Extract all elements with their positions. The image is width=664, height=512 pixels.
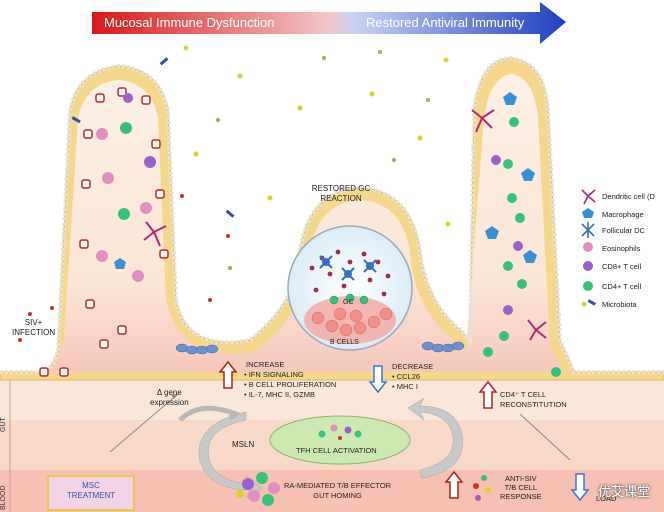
increase-item: IL-7, MHC II, GZMB xyxy=(244,390,336,400)
cd4-reconstitution-label: CD4⁺ T CELL RECONSTITUTION xyxy=(500,390,567,410)
ra-cell-cluster xyxy=(236,472,280,506)
side-label-gut: GUT xyxy=(0,417,7,432)
cd4-increase-arrow xyxy=(478,380,498,409)
banner-right-text: Restored Antiviral Immunity xyxy=(366,15,525,30)
anti-siv-label: ANTI-SIV T/B CELL RESPONSE xyxy=(500,474,542,501)
legend-cd4-t-cell: CD4+ T cell xyxy=(598,278,641,294)
msc-treatment-box xyxy=(47,475,135,511)
damaged-epithelial-cells xyxy=(39,87,169,377)
decrease-list: CCL26 MHC I xyxy=(392,372,420,392)
msc-line2: TREATMENT xyxy=(66,491,116,500)
restored-gc-label: RESTORED GC REACTION xyxy=(306,184,376,204)
legend-follicular-dc: Follicular DC xyxy=(598,222,645,238)
anti-siv-increase-arrow xyxy=(444,470,464,499)
tfh-cells xyxy=(318,424,362,440)
banner-arrow xyxy=(92,2,566,44)
delta-gene-line1: Δ gene xyxy=(156,388,182,397)
legend-label: CD4+ T cell xyxy=(602,281,642,291)
legend-cd8-t-cell: CD8+ T cell xyxy=(598,258,641,274)
legend-icons xyxy=(581,189,596,307)
left-villus-cells xyxy=(96,93,167,282)
delta-gene-line2: expression xyxy=(150,398,189,407)
ra-line1: RA-MEDIATED T/B EFFECTOR xyxy=(284,481,392,490)
increase-item: B CELL PROLIFERATION xyxy=(244,380,337,390)
legend-microbiota: Microbiota xyxy=(598,296,637,312)
restored-gc-line2: REACTION xyxy=(320,194,362,203)
load-decrease-arrow xyxy=(570,473,590,502)
load-arrow xyxy=(519,413,571,461)
legend-label: Dendritic cell (D xyxy=(602,191,655,201)
gene-expression-arrow xyxy=(109,393,179,453)
recirculation-right-arrow xyxy=(407,397,463,479)
watermark: 优艾课堂 xyxy=(597,485,650,500)
increase-list: IFN SIGNALING B CELL PROLIFERATION IL-7,… xyxy=(244,370,337,400)
anti-siv-line2: T/B CELL xyxy=(504,483,538,492)
siv-infection-line1: SIV+ xyxy=(24,318,43,327)
anti-siv-cells xyxy=(473,475,491,501)
anti-siv-line1: ANTI-SIV xyxy=(505,474,537,483)
load-label: LOAD xyxy=(596,494,617,503)
increase-arrow xyxy=(218,360,238,389)
recirculation-left-arrow xyxy=(198,411,263,499)
tight-junctions xyxy=(175,341,465,355)
germinal-center xyxy=(287,225,413,351)
tfh-label: TFH CELL ACTIVATION xyxy=(296,446,377,455)
delta-gene-label: Δ gene expression xyxy=(150,388,189,408)
increase-item: IFN SIGNALING xyxy=(244,370,336,380)
right-villus-cells xyxy=(471,92,561,377)
decrease-arrow xyxy=(368,365,388,394)
cd4-recon-line1: CD4⁺ T CELL xyxy=(500,390,547,399)
legend-label: Follicular DC xyxy=(602,225,645,235)
decrease-title: DECREASE xyxy=(392,362,434,371)
legend-label: Macrophage xyxy=(602,209,644,219)
ra-line2: GUT HOMING xyxy=(313,491,362,500)
anti-siv-line3: RESPONSE xyxy=(500,492,542,501)
legend-label: CD8+ T cell xyxy=(602,261,642,271)
gc-label: GC xyxy=(343,299,354,306)
legend-dendritic-cell: Dendritic cell (D xyxy=(598,188,655,204)
microbiota xyxy=(18,45,451,342)
msln-label: MSLN xyxy=(232,440,255,449)
legend-label: Microbiota xyxy=(602,299,637,309)
legend-label: Eosinophils xyxy=(602,243,641,253)
b-cells-label: B CELLS xyxy=(330,339,359,346)
siv-infection-line2: INFECTION xyxy=(12,328,56,337)
siv-infection-label: SIV+ INFECTION xyxy=(12,318,55,338)
decrease-item: CCL26 xyxy=(392,372,420,382)
cd4-recon-line2: RECONSTITUTION xyxy=(500,400,567,409)
restored-gc-line1: RESTORED GC xyxy=(311,184,371,193)
legend-macrophage: Macrophage xyxy=(598,206,644,222)
ra-mediated-label: RA-MEDIATED T/B EFFECTOR GUT HOMING xyxy=(284,481,391,501)
legend-eosinophils: Eosinophils xyxy=(598,240,640,256)
villus-epithelium xyxy=(0,55,664,381)
banner-left-text: Mucosal Immune Dysfunction xyxy=(104,15,275,30)
side-label-blood: BLOOD xyxy=(0,485,7,510)
msc-line1: MSC xyxy=(82,481,100,490)
increase-title: INCREASE xyxy=(246,360,285,369)
decrease-item: MHC I xyxy=(392,382,420,392)
msc-treatment-label: MSC TREATMENT xyxy=(50,481,132,501)
